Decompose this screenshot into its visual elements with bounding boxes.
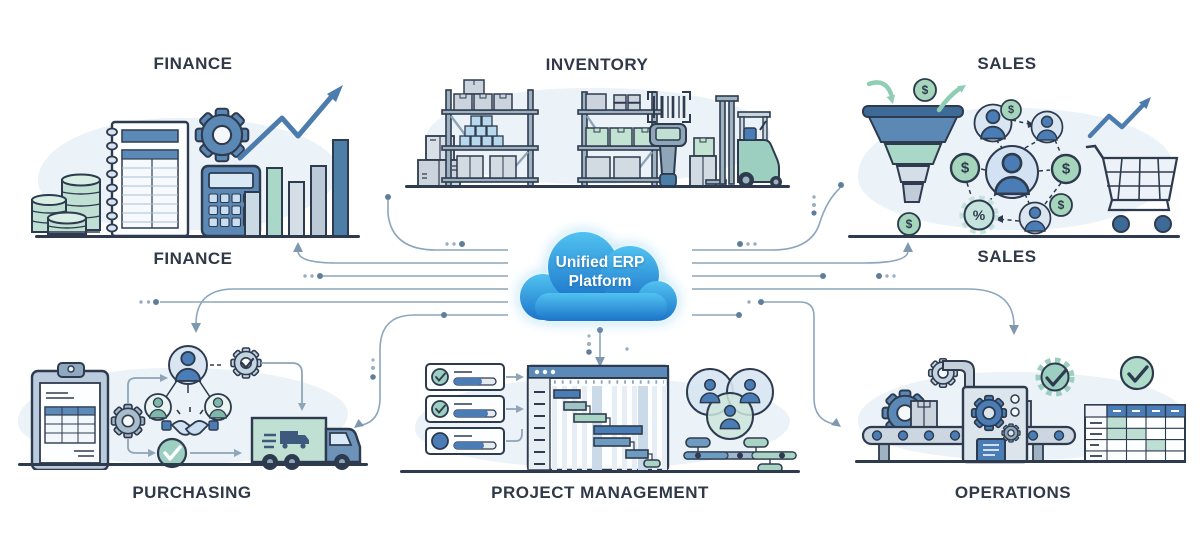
sales-funnel-icon: $ $ bbox=[862, 78, 966, 236]
project-management-label: PROJECT MANAGEMENT bbox=[491, 483, 709, 502]
check-circle-icon bbox=[1119, 355, 1155, 391]
schedule-table-icon bbox=[1084, 404, 1186, 463]
bar-chart-growth-icon bbox=[237, 85, 349, 237]
team-venn-icon bbox=[686, 368, 774, 440]
operations-illustration bbox=[861, 355, 1186, 464]
person-icon bbox=[733, 373, 767, 407]
quality-badge-icon bbox=[1035, 357, 1075, 397]
arrow-up-sales bbox=[903, 242, 913, 252]
person-icon bbox=[1030, 110, 1064, 144]
gantt-chart-icon bbox=[526, 364, 670, 472]
warehouse-racks-icon bbox=[441, 79, 663, 187]
ledger-icon bbox=[106, 120, 190, 238]
person-icon bbox=[203, 392, 233, 422]
gear-icon bbox=[194, 107, 250, 163]
arrow-down-right bbox=[831, 418, 841, 427]
purchasing-label: PURCHASING bbox=[132, 483, 252, 502]
cloud-shape bbox=[520, 232, 677, 321]
arrow-down-pm bbox=[595, 357, 605, 367]
clipboard-order-icon bbox=[30, 362, 110, 470]
pallet-boxes-icon bbox=[689, 137, 717, 187]
factory-machine-icon bbox=[942, 360, 1029, 464]
supplier-network-icon bbox=[127, 344, 306, 469]
shopping-cart-icon bbox=[1085, 97, 1179, 233]
finance-illustration bbox=[31, 85, 349, 238]
approval-gear-icon bbox=[230, 347, 262, 379]
growth-arrow-icon bbox=[1087, 101, 1147, 139]
person-icon bbox=[713, 399, 747, 433]
dollar-symbol: $ bbox=[1058, 198, 1065, 212]
arrow-down-purchasing bbox=[191, 323, 201, 333]
green-boxes-icon bbox=[585, 127, 657, 147]
person-icon bbox=[143, 392, 173, 422]
timeline-icon bbox=[683, 437, 797, 473]
purchasing-illustration bbox=[30, 344, 362, 470]
person-icon bbox=[1018, 201, 1052, 235]
dollar-symbol: $ bbox=[1062, 161, 1071, 178]
task-list-icon bbox=[425, 363, 524, 455]
project-management-illustration bbox=[425, 363, 797, 473]
inventory-illustration bbox=[417, 79, 782, 188]
finance-baseline bbox=[35, 235, 360, 238]
dollar-symbol: $ bbox=[906, 217, 913, 231]
sales-illustration: $ $ $ $ $ $ bbox=[862, 78, 1179, 236]
connector-cloud-operations bbox=[692, 288, 1015, 327]
barcode-icon bbox=[647, 91, 691, 123]
sales-top-label: SALES bbox=[977, 54, 1037, 73]
connector-cloud-sales bbox=[692, 250, 909, 264]
delivery-truck-icon bbox=[250, 416, 362, 470]
connector-dots bbox=[139, 182, 896, 380]
dollar-symbol: $ bbox=[922, 83, 929, 97]
arrow-down-operations bbox=[1009, 325, 1019, 335]
percent-symbol: % bbox=[973, 207, 986, 223]
project-management-baseline bbox=[400, 470, 800, 473]
connector-cloud-pm-right bbox=[761, 301, 835, 425]
operations-label: OPERATIONS bbox=[954, 483, 1072, 502]
connector-cloud-purchasing bbox=[195, 288, 508, 325]
connector-cloud-finance bbox=[297, 250, 508, 264]
person-icon bbox=[693, 373, 727, 407]
gear-icon bbox=[110, 403, 146, 439]
connector-cloud-truck bbox=[361, 314, 508, 426]
dollar-symbol: $ bbox=[1008, 104, 1014, 116]
operations-baseline bbox=[855, 460, 1185, 463]
arrow-up-finance bbox=[293, 242, 303, 252]
referral-network-icon: $ $ $ $ % bbox=[949, 99, 1082, 235]
connector-cloud-inventory bbox=[692, 187, 841, 251]
arrow-to-truck bbox=[354, 419, 364, 428]
spiral-rings-icon bbox=[106, 127, 118, 233]
barcode-scanner-icon bbox=[649, 123, 687, 187]
person-icon bbox=[986, 146, 1038, 198]
purchasing-baseline bbox=[18, 463, 368, 466]
finance-top-label: FINANCE bbox=[153, 54, 233, 73]
connector-cloud-finance-chart bbox=[387, 200, 508, 251]
inventory-label: INVENTORY bbox=[545, 55, 649, 74]
connector-arrowheads bbox=[191, 242, 1019, 428]
blue-cubes-icon bbox=[459, 115, 504, 147]
cloud-title-line2: Platform bbox=[568, 273, 632, 290]
cloud-title-line1: Unified ERP bbox=[555, 254, 645, 271]
sales-baseline bbox=[848, 235, 1180, 238]
coins-icon bbox=[31, 173, 101, 235]
dollar-symbol: $ bbox=[961, 160, 970, 177]
erp-cloud bbox=[520, 232, 677, 321]
finance-bottom-label: FINANCE bbox=[153, 249, 233, 268]
inventory-baseline bbox=[405, 185, 790, 188]
check-circle-icon bbox=[156, 437, 188, 469]
sales-bottom-label: SALES bbox=[977, 247, 1037, 266]
handshake-icon bbox=[161, 407, 219, 436]
percent-badge-icon: % bbox=[959, 195, 999, 235]
person-icon bbox=[167, 344, 209, 386]
forklift-icon bbox=[705, 95, 782, 188]
cloud-title: Unified ERP Platform bbox=[508, 253, 692, 291]
